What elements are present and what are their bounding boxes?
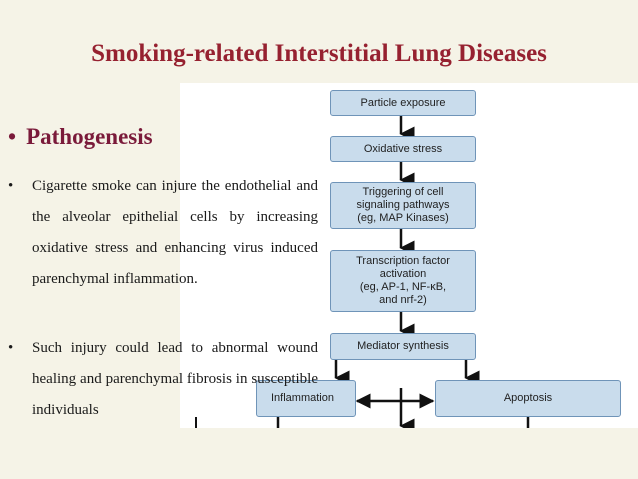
box-oxidative-stress: Oxidative stress	[330, 136, 476, 162]
slide-title: Smoking-related Interstitial Lung Diseas…	[91, 40, 547, 67]
bullet-mark: •	[8, 340, 14, 356]
box-mediator-synthesis: Mediator synthesis	[330, 333, 476, 360]
bullet-text: Cigarette smoke can injure the endotheli…	[32, 178, 318, 287]
box-transcription-factor: Transcription factor activation (eg, AP-…	[330, 250, 476, 312]
box-apoptosis: Apoptosis	[435, 380, 621, 417]
heading-text: Pathogenesis	[26, 124, 153, 149]
bullet-item-2: • Such injury could lead to abnormal wou…	[8, 333, 318, 426]
pathogenesis-flowchart: Particle exposure Oxidative stress Trigg…	[180, 83, 638, 428]
box-particle-exposure: Particle exposure	[330, 90, 476, 116]
bullet-mark: •	[8, 178, 14, 194]
flowchart-arrows	[195, 116, 530, 428]
bullet-text: Such injury could lead to abnormal wound…	[32, 340, 318, 418]
box-inflammation: Inflammation	[256, 380, 356, 417]
section-heading: • Pathogenesis	[8, 124, 153, 150]
heading-bullet: •	[8, 124, 17, 149]
box-signaling-pathways: Triggering of cell signaling pathways (e…	[330, 182, 476, 229]
bullet-item-1: • Cigarette smoke can injure the endothe…	[8, 171, 318, 295]
